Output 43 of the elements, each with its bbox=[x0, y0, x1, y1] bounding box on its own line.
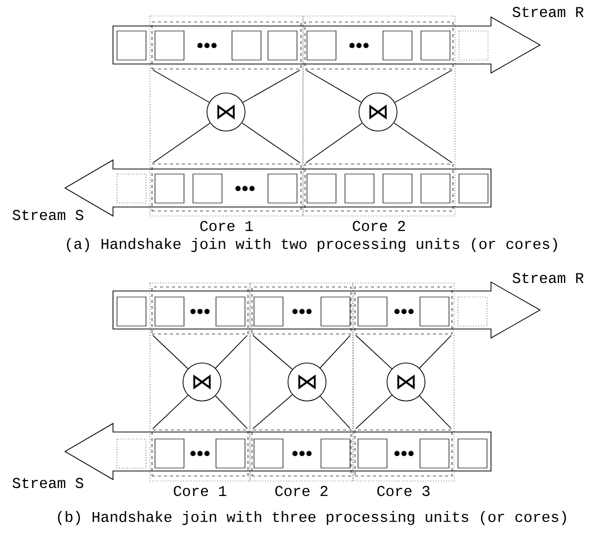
window-box bbox=[152, 286, 248, 334]
stream-pipe: Stream S bbox=[12, 159, 492, 220]
node-label: Core 2 bbox=[275, 486, 328, 496]
connector-line bbox=[355, 334, 392, 370]
node-label: Stream S bbox=[12, 478, 84, 488]
stream-pipe: Stream R bbox=[112, 6, 584, 74]
connector-line bbox=[252, 394, 293, 430]
node-label: Core 3 bbox=[377, 486, 430, 496]
window-box bbox=[304, 164, 454, 212]
connector-line bbox=[306, 122, 363, 164]
stream-pipe: Stream R bbox=[112, 272, 584, 339]
node-label: Stream R bbox=[512, 272, 584, 284]
connector-line bbox=[215, 334, 248, 368]
caption: (a) Handshake join with two processing units (or cores) bbox=[66, 238, 557, 252]
node-label: Stream S bbox=[12, 210, 84, 220]
window-box bbox=[354, 286, 452, 334]
node-label: Stream R bbox=[512, 6, 584, 18]
connector-line bbox=[242, 70, 300, 103]
join-operator: ⋈ bbox=[288, 362, 326, 402]
node-label: Core 1 bbox=[200, 220, 253, 232]
node-label: Core 1 bbox=[174, 486, 226, 496]
connector-line bbox=[306, 70, 362, 103]
window-box bbox=[304, 22, 454, 70]
connector-line bbox=[320, 396, 351, 429]
window-box bbox=[152, 430, 248, 476]
window-box bbox=[152, 164, 302, 212]
caption: (b) Handshake join with three processing units (or cores) bbox=[58, 511, 566, 525]
connector-line bbox=[215, 396, 248, 430]
connector-line bbox=[242, 122, 300, 164]
connector-line bbox=[252, 334, 293, 370]
connector-line bbox=[152, 70, 210, 103]
join-operator: ⋈ bbox=[386, 362, 426, 402]
connector-line bbox=[394, 70, 452, 103]
window-box bbox=[252, 430, 352, 476]
window-box bbox=[252, 286, 352, 334]
join-operator: ⋈ bbox=[182, 362, 222, 402]
node-label: Core 2 bbox=[352, 220, 405, 232]
join-operator: ⋈ bbox=[358, 92, 398, 132]
window-box bbox=[152, 22, 302, 70]
join-operator: ⋈ bbox=[206, 92, 246, 132]
connector-line bbox=[355, 394, 392, 430]
connector-line bbox=[320, 335, 351, 368]
window-box bbox=[354, 430, 452, 476]
